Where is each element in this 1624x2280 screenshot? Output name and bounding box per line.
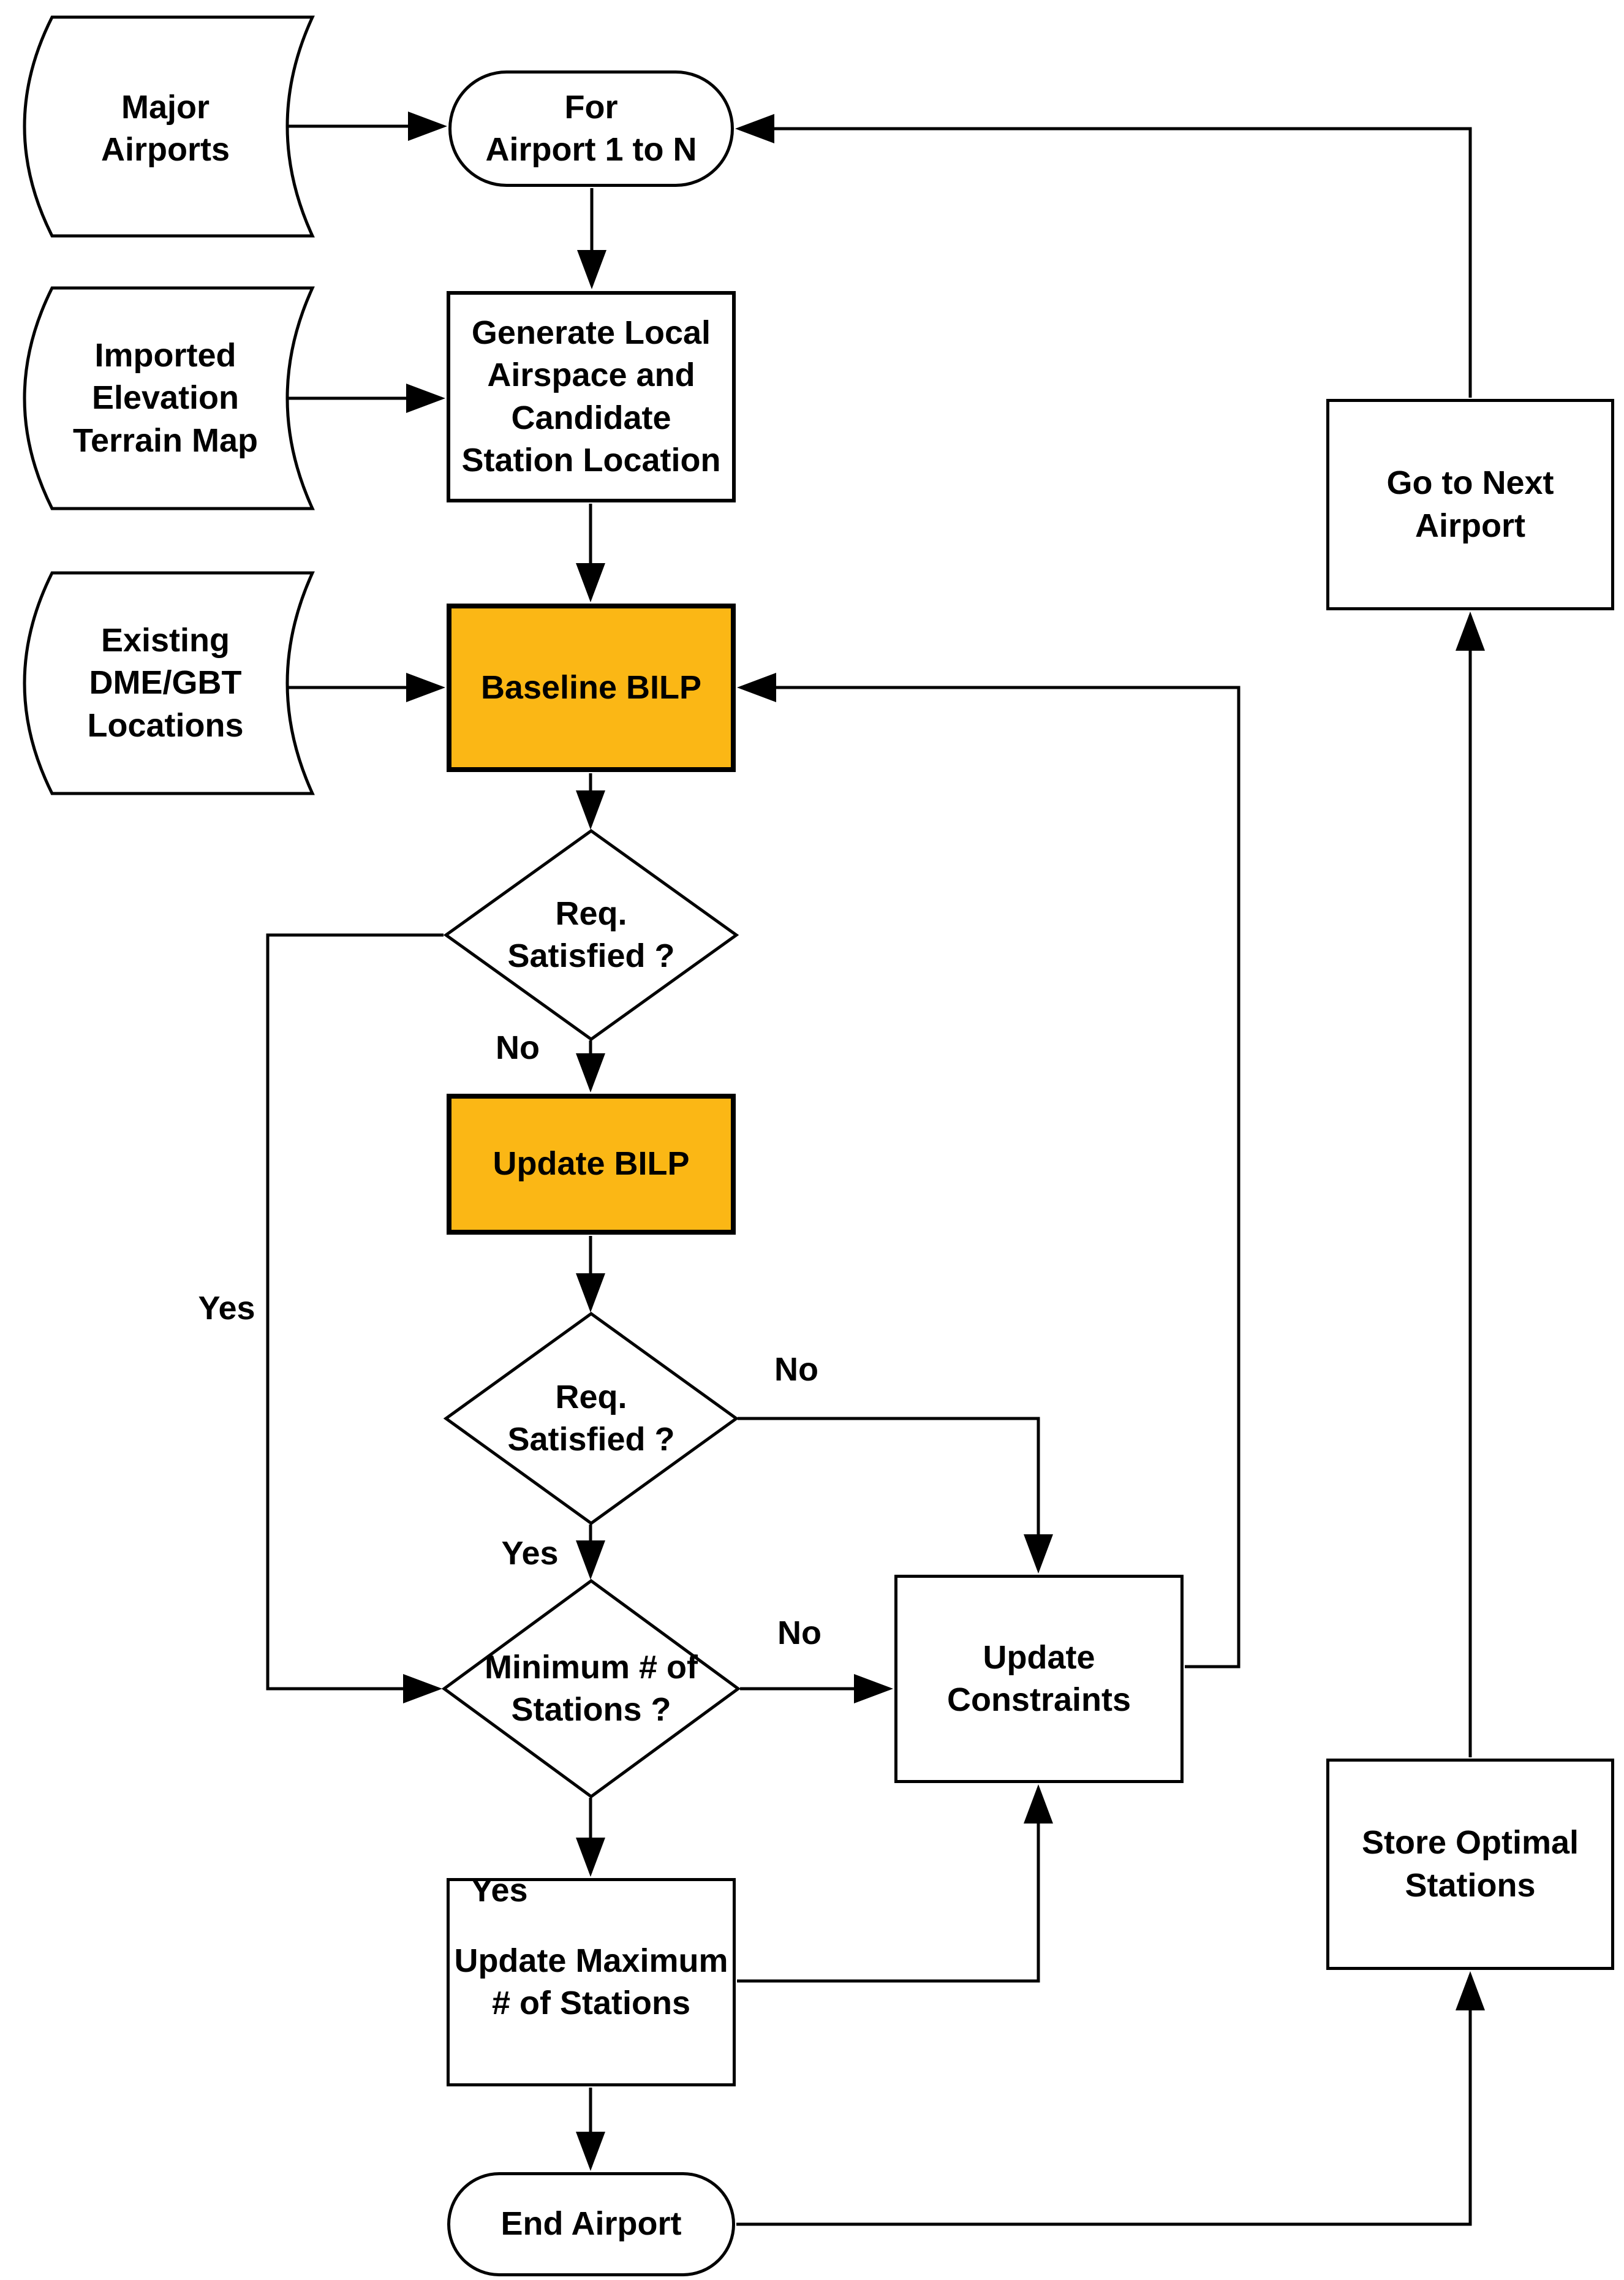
node-go-next-airport: Go to Next Airport [1326,399,1614,610]
stored-data-shape-major-airports [23,15,315,238]
edge-go-next-to-for-airport [735,114,1472,398]
node-existing-dme: Existing DME/GBT Locations [87,622,244,744]
edge-req1-yes-to-min-stations [266,933,444,1703]
edge-end-airport-to-store-optimal [736,1971,1485,2226]
node-major-airports: Major Airports [100,88,230,168]
edge-req2-no-to-update-constraints [738,1417,1053,1574]
node-generate-local: Generate Local Airspace and Candidate St… [447,291,736,502]
branch-label-min-no: No [777,1615,821,1651]
node-baseline-bilp: Baseline BILP [447,604,736,772]
node-update-bilp: Update BILP [447,1094,736,1235]
node-update-constraints: Update Constraints [894,1575,1184,1783]
decision-diamond-req-satisfied-2 [443,1311,739,1526]
branch-label-req2-yes: Yes [501,1535,559,1572]
stored-data-shape-existing-dme [23,571,315,795]
node-store-optimal: Store Optimal Stations [1326,1759,1614,1970]
node-end-airport: End Airport [447,2172,735,2276]
node-for-airport: For Airport 1 to N [448,70,734,187]
decision-diamond-min-stations [441,1578,741,1799]
edge-update-max-to-update-constraints [737,1784,1053,1983]
node-update-max-stations: Update Maximum # of Stations [447,1878,736,2086]
node-req-satisfied-1: Req. Satisfied ? [507,895,675,974]
edge-update-constraints-to-baseline [737,673,1241,1668]
branch-label-min-yes: Yes [470,1872,528,1909]
branch-label-req1-yes: Yes [198,1290,255,1327]
stored-data-shape-imported-terrain [23,286,315,510]
branch-label-req2-no: No [774,1351,818,1388]
decision-diamond-req-satisfied-1 [443,828,739,1042]
node-req-satisfied-2: Req. Satisfied ? [507,1378,675,1458]
branch-label-req1-no: No [496,1029,540,1066]
node-imported-terrain: Imported Elevation Terrain Map [72,337,259,459]
node-min-stations: Minimum # of Stations ? [485,1648,698,1728]
